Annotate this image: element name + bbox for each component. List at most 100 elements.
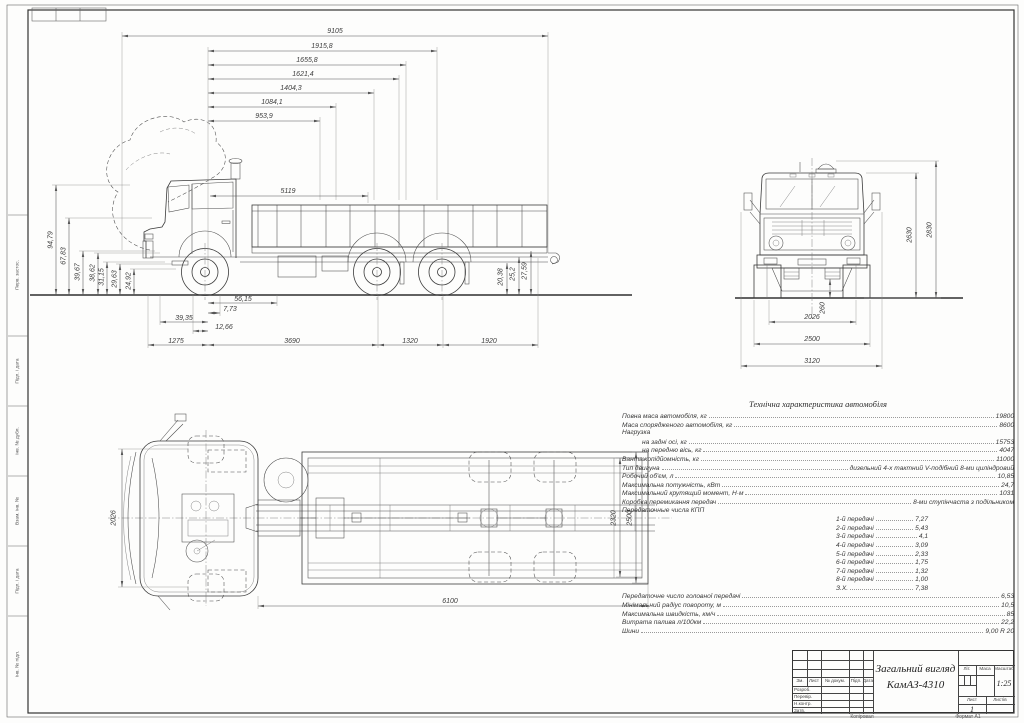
dim-label: 2500 (804, 336, 820, 343)
front-view-dimensions (740, 160, 941, 369)
tb-col-header: Лист (809, 678, 819, 683)
sheet-inner-frame (27, 9, 1015, 714)
format-note: Формат А1 (955, 714, 981, 720)
dim-label: 29,63 (111, 270, 119, 288)
dim-label: 7,73 (223, 306, 237, 313)
tb-lit-header: Літ. (963, 666, 971, 671)
dim-label: 67,83 (60, 247, 68, 265)
margin-label: Інв. № підл. (15, 650, 21, 678)
margin-label: Підп. і дата (15, 568, 21, 594)
sheet-outer-border (6, 4, 1019, 718)
side-view-drawing (30, 116, 632, 300)
dim-label: 1655,8 (296, 57, 318, 64)
dim-label: 39,35 (175, 315, 193, 322)
copied-note: Копіровал (850, 714, 874, 720)
margin-stamp-cells (8, 214, 28, 617)
margin-label: Перв. застос. (15, 260, 21, 290)
dim-label: 1621,4 (292, 71, 314, 78)
margin-label: Взам. інв. № (15, 496, 21, 526)
dim-label: 2026 (110, 510, 118, 526)
sheet-number: 1 (970, 705, 974, 714)
dim-label: 56,15 (234, 296, 252, 303)
dim-label: 20,38 (497, 268, 505, 286)
dim-label: 1275 (168, 338, 184, 345)
dim-label: 9105 (327, 28, 343, 35)
tb-scale-header: Масштаб (994, 666, 1014, 671)
drawing-title-line2: КамАЗ-4310 (886, 679, 945, 691)
dim-label: 2630 (906, 227, 914, 243)
dim-label: 2026 (804, 314, 820, 321)
dim-label: 1084,1 (261, 99, 283, 106)
drawing-title-line1: Загальний вигляд (875, 663, 956, 675)
dim-label: 25,2 (509, 267, 517, 281)
dim-label: 24,92 (125, 272, 133, 290)
spec-table-title: Технічна характеристика автомобіля (749, 399, 887, 409)
dim-label: 1320 (402, 338, 418, 345)
tb-sheet-header: Лист (967, 697, 977, 702)
dim-label: 12,66 (215, 324, 233, 331)
side-view-dimensions (52, 32, 549, 348)
top-view-dimensions (118, 448, 649, 609)
corner-stamp (31, 7, 107, 22)
tb-row-label: Перевір. (794, 694, 813, 699)
dim-label: 1920 (481, 338, 497, 345)
tb-row-label: Розроб. (794, 687, 811, 692)
dim-label: 31,15 (98, 268, 106, 286)
scale-value: 1:25 (996, 679, 1012, 688)
tb-mass-header: Маса (979, 666, 991, 671)
dim-label: 94,79 (47, 231, 55, 249)
tb-row-label: Н.контр. (794, 701, 812, 706)
dim-label: 260 (819, 302, 827, 314)
dim-label: 39,67 (74, 263, 82, 281)
tb-col-header: Підп. (850, 678, 862, 683)
tb-col-header: Дата (862, 678, 874, 683)
spec-table: Технічна характеристика автомобіля Повна… (622, 399, 1014, 635)
title-block: Зм. Лист № докум. Підп. Дата Розроб. Пер… (792, 650, 1015, 714)
dim-label: 6100 (442, 598, 458, 605)
dim-label: 2830 (926, 222, 934, 238)
dim-label: 3690 (284, 338, 300, 345)
spec-row: Нагрузка (622, 429, 651, 437)
dim-label: 5119 (280, 188, 296, 195)
front-view-drawing (735, 158, 963, 320)
tb-col-header: № докум. (824, 678, 846, 683)
dim-label: 3120 (804, 358, 820, 365)
top-view-drawing (108, 413, 672, 611)
dim-label: 38,62 (89, 264, 97, 282)
spec-row: Передаточные числа КПП (622, 506, 705, 514)
dim-label: 1915,8 (311, 43, 333, 50)
margin-label: Інв. № дубл. (15, 427, 21, 455)
tb-row-label: Затв. (794, 708, 806, 713)
dim-label: 953,9 (255, 113, 273, 120)
dim-label: 27,59 (521, 262, 529, 280)
dim-label: 1404,3 (280, 85, 302, 92)
tb-sheets-header: Листів (993, 697, 1007, 702)
margin-label: Підп. і дата (15, 358, 21, 384)
tb-col-header: Зм. (796, 678, 804, 683)
